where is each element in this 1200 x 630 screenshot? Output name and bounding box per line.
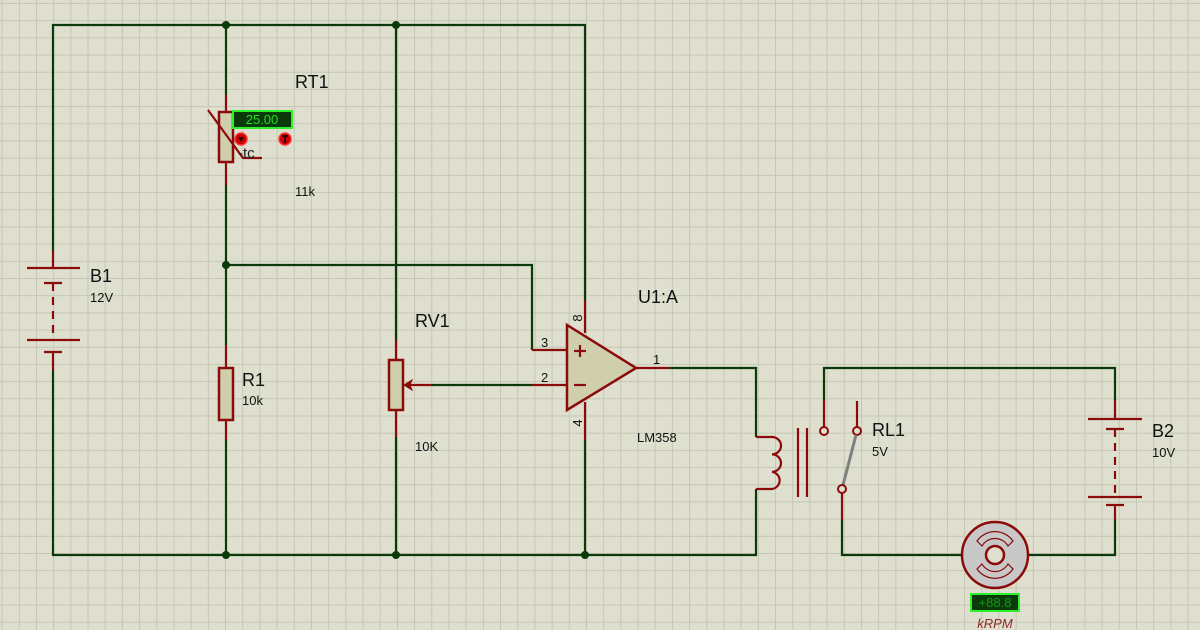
rpm-unit: kRPM: [977, 616, 1013, 630]
thermistor-rt1[interactable]: RT1 25.00 -tc 11k: [207, 72, 329, 199]
b1-ref: B1: [90, 266, 112, 286]
u1-ref: U1:A: [638, 287, 678, 307]
pin-3-label: 3: [541, 335, 548, 350]
rv1-ref: RV1: [415, 311, 450, 331]
b2-ref: B2: [1152, 421, 1174, 441]
rv1-value: 10K: [415, 439, 438, 454]
rt1-type: -tc: [238, 145, 255, 162]
b2-value: 10V: [1152, 445, 1175, 460]
pin-1-label: 1: [653, 352, 660, 367]
decrease-temperature-icon[interactable]: [234, 132, 248, 146]
temperature-display-value: 25.00: [246, 112, 279, 127]
r1-ref: R1: [242, 370, 265, 390]
pin-2-label: 2: [541, 370, 548, 385]
rpm-display-value: +88.8: [979, 595, 1012, 610]
rt1-ref: RT1: [295, 72, 329, 92]
b1-value: 12V: [90, 290, 113, 305]
potentiometer-rv1[interactable]: RV1 10K: [387, 311, 450, 454]
pin-4-label: 4: [570, 419, 585, 426]
battery-b2[interactable]: B2 10V: [1088, 400, 1175, 520]
increase-temperature-icon[interactable]: [278, 132, 292, 146]
relay-rl1[interactable]: RL1 5V: [756, 400, 905, 520]
resistor-r1[interactable]: R1 10k: [217, 345, 265, 440]
rpm-display: [970, 593, 1020, 612]
opamp-u1[interactable]: U1:A LM358 8 3 2 1 4: [532, 287, 678, 445]
dc-motor[interactable]: +88.8 kRPM: [960, 520, 1030, 630]
rl1-ref: RL1: [872, 420, 905, 440]
u1-part: LM358: [637, 430, 677, 445]
pin-8-label: 8: [570, 314, 585, 321]
temperature-display: [232, 110, 293, 129]
junction-dots: [222, 21, 589, 559]
r1-value: 10k: [242, 393, 263, 408]
wires[interactable]: [51, 23, 1117, 557]
battery-b1[interactable]: B1 12V: [27, 250, 113, 370]
rl1-value: 5V: [872, 444, 888, 459]
rt1-value: 11k: [295, 184, 315, 199]
